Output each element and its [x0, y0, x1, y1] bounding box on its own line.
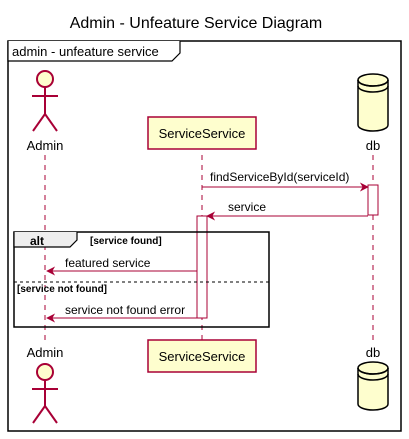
db-database-top [357, 73, 389, 132]
service-activation-bar [196, 215, 208, 319]
diagram-frame [7, 40, 402, 432]
message-not-found-error-label: service not found error [65, 303, 185, 317]
admin-actor-bottom [32, 363, 58, 424]
diagram-title: Admin - Unfeature Service Diagram [70, 15, 323, 32]
alt-guard-service-found: [service found] [90, 236, 162, 247]
service-label-bottom: ServiceService [159, 349, 246, 364]
service-participant-top [147, 116, 257, 150]
alt-fragment-box [13, 231, 270, 328]
db-database-bottom [357, 361, 389, 411]
service-participant-bottom [147, 339, 257, 373]
message-find-service-label: findServiceById(serviceId) [210, 170, 349, 184]
frame-label: admin - unfeature service [12, 44, 159, 59]
db-activation-bar [367, 184, 379, 216]
service-label-top: ServiceService [159, 126, 246, 141]
message-featured-service-label: featured service [65, 256, 151, 270]
alt-operator-tab [13, 232, 78, 248]
admin-actor-top [32, 70, 58, 132]
db-label-bottom: db [366, 345, 380, 360]
alt-guard-service-not-found: [service not found] [17, 284, 107, 295]
admin-label-bottom: Admin [27, 345, 64, 360]
message-service-return-label: service [228, 200, 266, 214]
admin-label-top: Admin [27, 138, 64, 153]
frame-label-tab [7, 41, 181, 62]
alt-operator-label: alt [30, 234, 44, 248]
db-label-top: db [366, 138, 380, 153]
